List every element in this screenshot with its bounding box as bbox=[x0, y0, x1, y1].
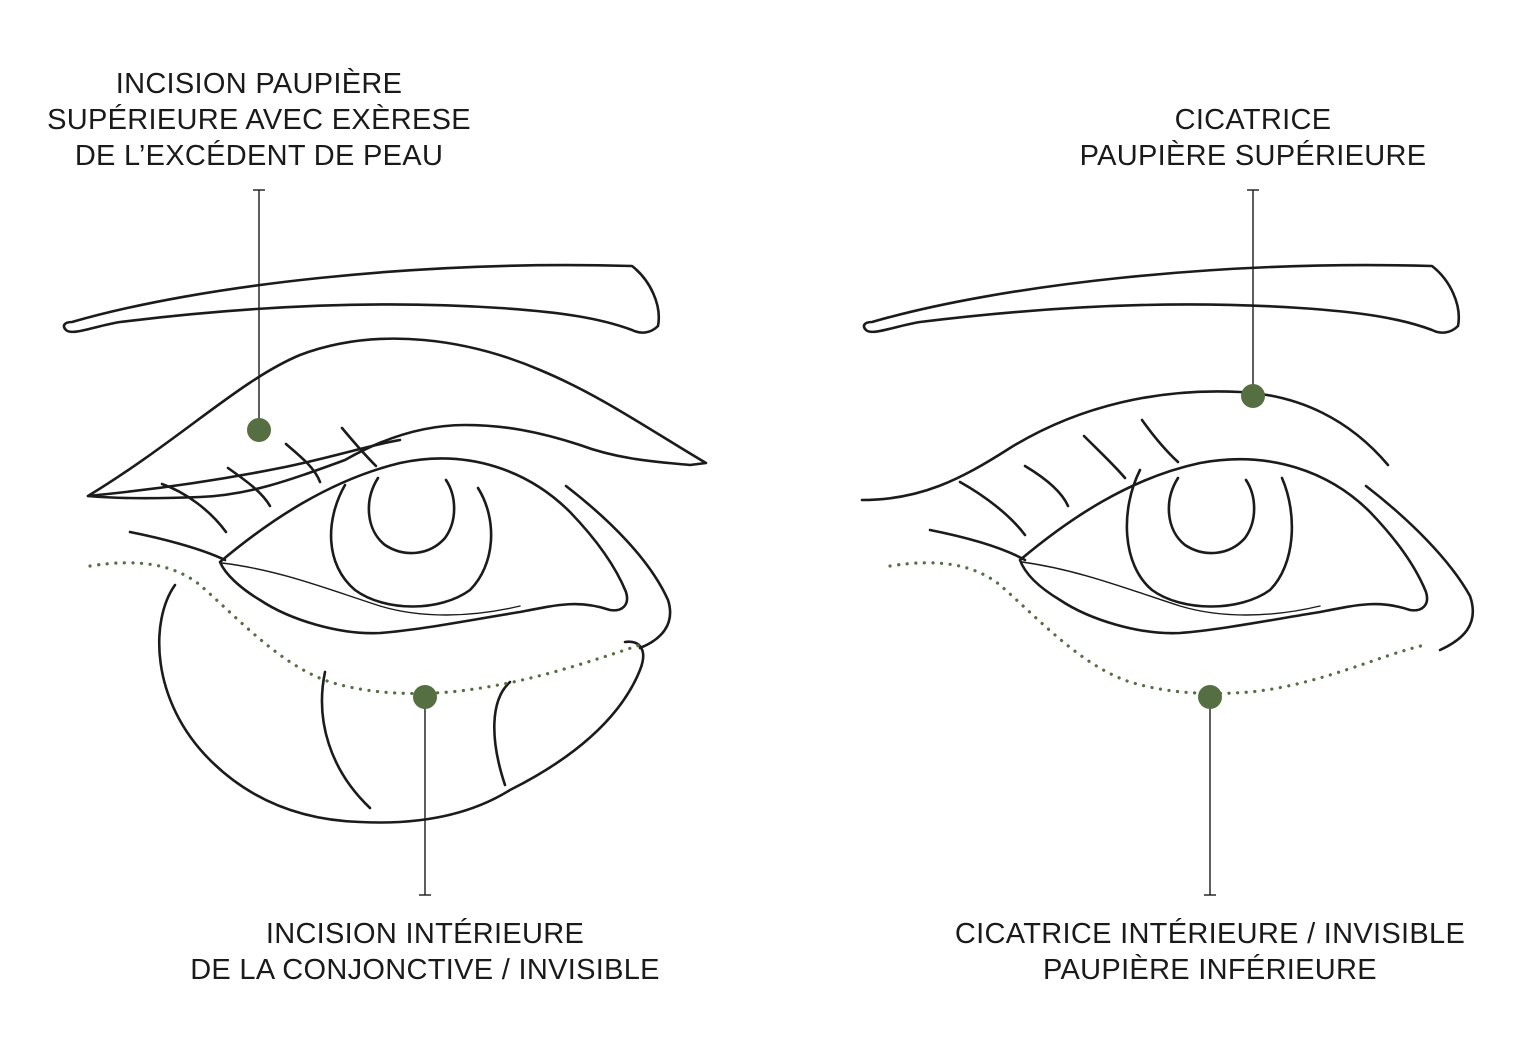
right-lower-incision-dotted-line bbox=[888, 561, 1427, 696]
left-eyebrow bbox=[62, 263, 661, 334]
label-upper-scar: CICATRICE PAUPIÈRE SUPÉRIEURE bbox=[1053, 102, 1453, 174]
label-upper-incision-line-1: INCISION PAUPIÈRE bbox=[115, 68, 403, 100]
right-eye-after bbox=[860, 189, 1475, 896]
right-outer-corner bbox=[1364, 484, 1475, 652]
marker-lower-scar-right bbox=[1198, 685, 1222, 709]
right-lash-2 bbox=[928, 528, 1027, 562]
label-upper-scar-line-2: PAUPIÈRE SUPÉRIEURE bbox=[1079, 140, 1427, 172]
right-lash-3 bbox=[1023, 464, 1070, 508]
right-eye-upper-lid bbox=[1018, 457, 1429, 635]
left-eye-upper-lid bbox=[218, 457, 629, 635]
left-lash-4 bbox=[284, 442, 322, 484]
label-upper-incision-line-3: DE L’EXCÉDENT DE PEAU bbox=[74, 140, 444, 172]
left-lower-incision-dotted-line bbox=[88, 561, 642, 696]
left-lash-5 bbox=[340, 426, 378, 468]
left-lash-1 bbox=[160, 482, 228, 534]
right-eyebrow bbox=[862, 263, 1461, 334]
label-inner-scar-line-1: CICATRICE INTÉRIEURE / INVISIBLE bbox=[954, 918, 1466, 950]
label-inner-scar-line-2: PAUPIÈRE INFÉRIEURE bbox=[1043, 954, 1377, 986]
left-lash-3 bbox=[226, 466, 272, 508]
left-outer-corner bbox=[564, 484, 672, 650]
right-lash-5 bbox=[1140, 418, 1180, 464]
label-inner-incision: INCISION INTÉRIEURE DE LA CONJONCTIVE / … bbox=[150, 916, 700, 988]
label-upper-incision: INCISION PAUPIÈRE SUPÉRIEURE AVEC EXÈRES… bbox=[40, 66, 478, 174]
marker-upper-scar-right bbox=[1241, 384, 1265, 408]
right-upper-crease bbox=[860, 390, 1390, 502]
left-eye-bag-center bbox=[320, 670, 372, 810]
left-pupil bbox=[367, 476, 456, 555]
marker-upper-incision-left bbox=[247, 418, 271, 442]
right-pupil bbox=[1167, 476, 1256, 555]
right-lash-1 bbox=[958, 480, 1027, 537]
marker-lower-incision-left bbox=[413, 685, 437, 709]
label-inner-incision-line-1: INCISION INTÉRIEURE bbox=[265, 918, 585, 950]
right-iris bbox=[1125, 468, 1294, 608]
left-upper-fold bbox=[86, 337, 708, 500]
label-upper-incision-line-2: SUPÉRIEURE AVEC EXÈRESE bbox=[47, 104, 471, 136]
left-lower-lid-line bbox=[221, 562, 521, 616]
left-eye-bag-right bbox=[493, 680, 512, 787]
left-fold-inner bbox=[86, 438, 402, 498]
left-eye-before bbox=[62, 189, 708, 896]
left-eye-bag-outer bbox=[157, 583, 645, 824]
left-lash-2 bbox=[128, 530, 227, 562]
right-lower-lid-line bbox=[1021, 561, 1321, 616]
right-lash-4 bbox=[1082, 434, 1127, 480]
label-inner-scar: CICATRICE INTÉRIEURE / INVISIBLE PAUPIÈR… bbox=[930, 916, 1490, 988]
label-inner-incision-line-2: DE LA CONJONCTIVE / INVISIBLE bbox=[190, 954, 660, 986]
label-upper-scar-line-1: CICATRICE bbox=[1174, 104, 1332, 136]
left-iris bbox=[329, 483, 493, 608]
